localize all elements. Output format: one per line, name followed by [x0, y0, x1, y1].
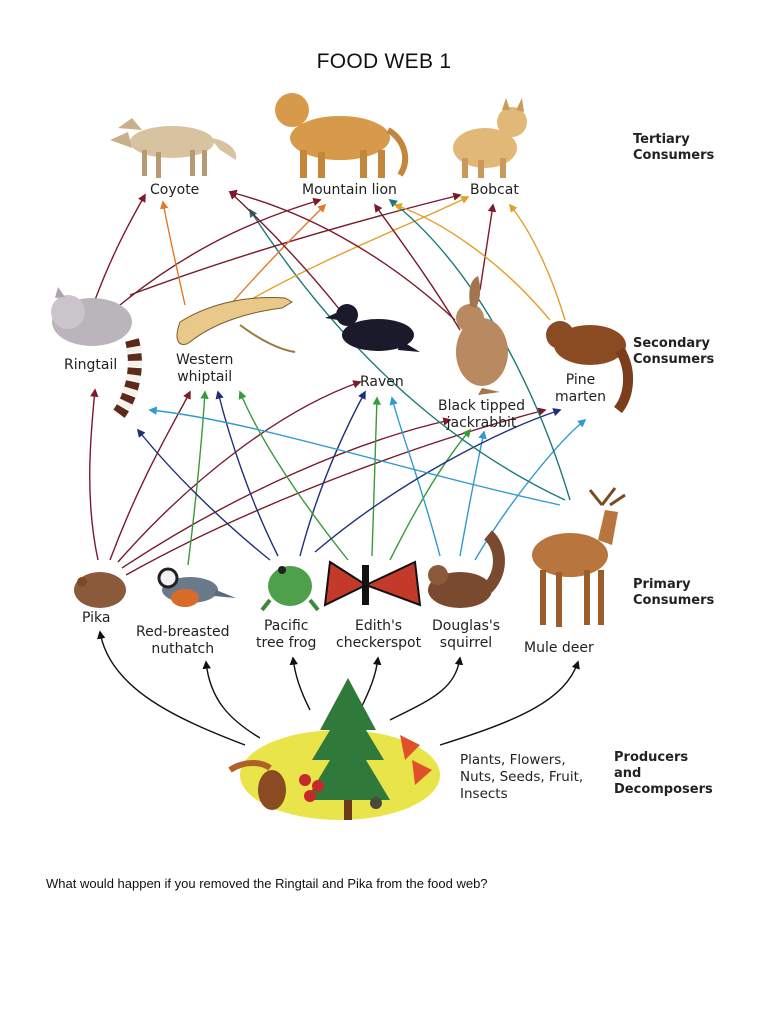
arrow-frog-to-whiptail	[215, 390, 279, 557]
bobcat-image	[453, 98, 527, 178]
raven-image	[325, 304, 420, 352]
black-tipped-jackrabbit-image	[456, 276, 508, 395]
pika-image	[74, 572, 126, 608]
page-title: FOOD WEB 1	[316, 50, 452, 73]
arrow-checkerspot-to-jackrabbit	[389, 428, 472, 561]
arrow-jackrabbit-to-bobcat	[479, 203, 497, 291]
arrow-ringtail-to-coyote	[94, 193, 146, 301]
label-red-breasted-nuthatch: Red-breasted nuthatch	[136, 624, 230, 657]
arrow-ringtail-to-mountain-lion	[119, 197, 322, 306]
arrow-whiptail-to-coyote	[160, 200, 186, 306]
red-breasted-nuthatch-image	[157, 567, 236, 607]
arrow-producers-to-nuthatch	[202, 660, 261, 739]
arrow-checkerspot-to-whiptail	[238, 390, 349, 561]
western-whiptail-image	[176, 297, 296, 353]
arrow-frog-to-raven	[299, 390, 366, 557]
label-pika: Pika	[82, 610, 111, 626]
label-douglas-squirrel: Douglas's squirrel	[432, 618, 501, 651]
mountain-lion-image	[275, 93, 409, 178]
level-secondary-consumers: Secondary Consumers	[633, 336, 715, 367]
arrow-squirrel-to-raven	[389, 396, 441, 557]
label-ediths-checkerspot: Edith's checkerspot	[336, 618, 422, 651]
arrow-producers-to-frog	[289, 656, 311, 711]
arrow-marten-to-bobcat	[508, 203, 566, 321]
arrow-producers-to-mule-deer	[439, 660, 580, 746]
label-producers: Plants, Flowers, Nuts, Seeds, Fruit, Ins…	[460, 752, 584, 802]
level-primary-consumers: Primary Consumers	[633, 577, 715, 608]
ringtail-image	[51, 287, 142, 420]
arrow-deer-to-coyote	[249, 208, 566, 501]
arrow-producers-to-pika	[97, 630, 246, 746]
ediths-checkerspot-image	[323, 560, 422, 607]
arrow-whiptail-to-bobcat	[249, 196, 470, 301]
coyote-image	[110, 118, 237, 178]
arrow-producers-to-checkerspot	[359, 656, 382, 711]
label-mule-deer: Mule deer	[524, 640, 594, 656]
level-tertiary-consumers: Tertiary Consumers	[633, 132, 715, 163]
arrow-pika-to-whiptail	[109, 390, 191, 561]
arrow-pika-to-raven	[117, 380, 362, 563]
arrow-pika-to-ringtail	[89, 388, 99, 561]
arrow-producers-to-squirrel	[389, 656, 464, 721]
producers-image	[228, 678, 440, 820]
label-pine-marten: Pine marten	[555, 372, 606, 405]
label-black-tipped-jackrabbit: Black tipped jackrabbit	[438, 398, 525, 431]
question-text: What would happen if you removed the Rin…	[46, 876, 488, 891]
mule-deer-image	[532, 487, 626, 627]
producer-arrows	[97, 630, 580, 746]
label-pacific-tree-frog: Pacific tree frog	[256, 618, 317, 651]
arrow-nuthatch-to-whiptail	[187, 390, 209, 566]
arrow-marten-to-mountain-lion	[393, 203, 551, 321]
consumer-arrows	[89, 189, 587, 576]
label-bobcat: Bobcat	[470, 182, 519, 198]
arrow-ringtail-to-bobcat	[129, 192, 462, 296]
level-producers-decomposers: Producers and Decomposers	[614, 750, 713, 797]
arrow-jackrabbit-to-mountain-lion	[374, 203, 461, 331]
arrow-frog-to-ringtail	[136, 428, 271, 561]
label-ringtail: Ringtail	[64, 357, 118, 373]
label-coyote: Coyote	[150, 182, 200, 198]
label-western-whiptail: Western whiptail	[176, 352, 234, 385]
douglas-squirrel-image	[428, 530, 505, 608]
arrow-raven-to-coyote	[228, 190, 341, 311]
arrow-checkerspot-to-raven	[371, 396, 381, 557]
label-raven: Raven	[360, 374, 404, 390]
arrow-pika-to-marten	[125, 407, 547, 576]
pacific-tree-frog-image	[260, 566, 320, 612]
label-mountain-lion: Mountain lion	[302, 182, 397, 198]
arrow-whiptail-to-mountain-lion	[229, 203, 327, 306]
arrow-frog-to-marten	[314, 408, 562, 553]
arrow-squirrel-to-jackrabbit	[459, 430, 487, 557]
pine-marten-image	[546, 321, 634, 414]
arrow-deer-to-ringtail	[148, 406, 561, 506]
arrow-pika-to-jackrabbit	[121, 417, 452, 569]
arrow-jackrabbit-to-coyote	[228, 189, 456, 321]
